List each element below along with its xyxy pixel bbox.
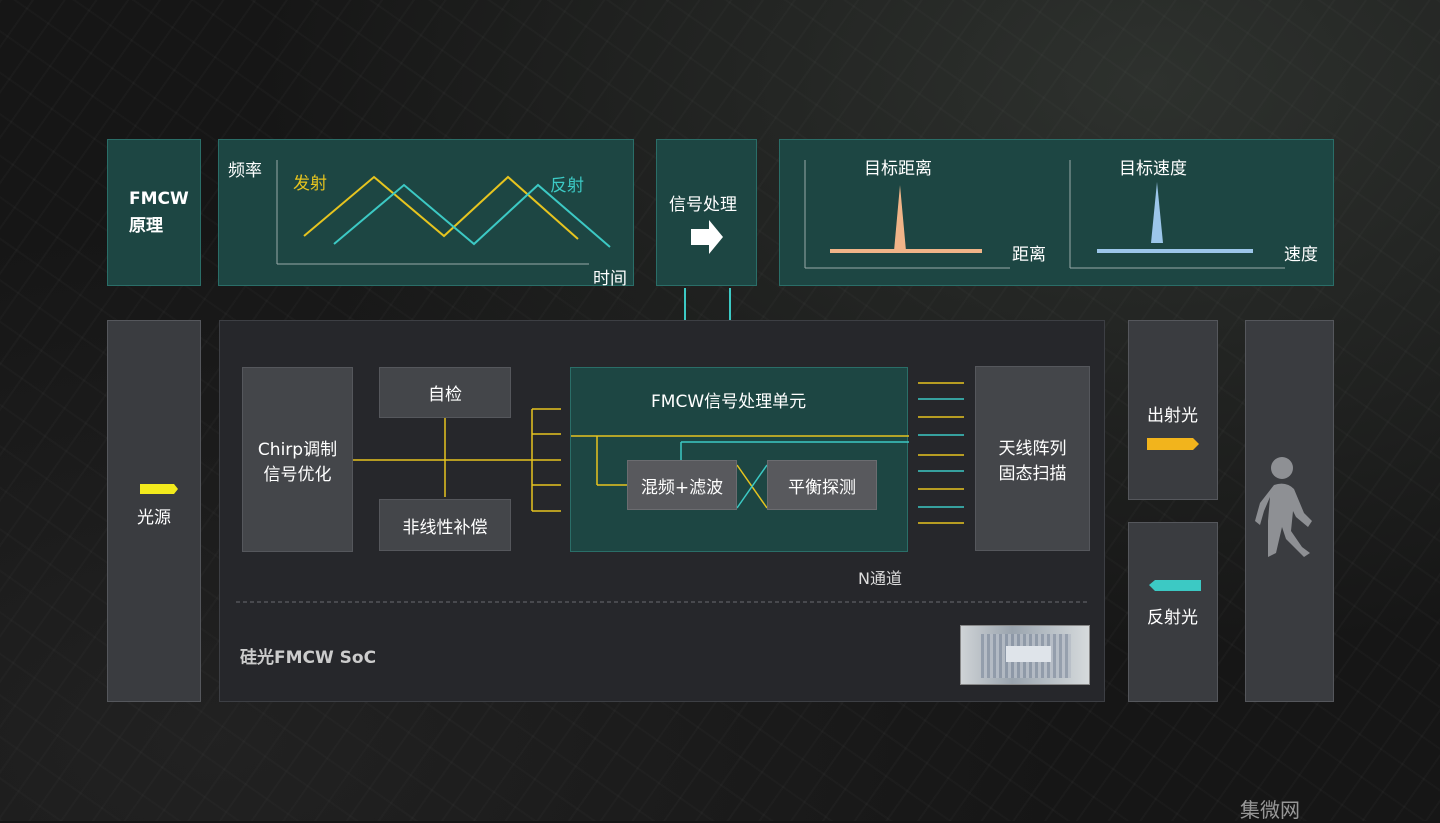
soc-panel: Chirp调制 信号优化 自检 非线性补偿 FMCW信号处理单元 混频+滤波 平…	[219, 320, 1105, 702]
rx-wave-line	[333, 183, 611, 248]
chip-photo	[960, 625, 1090, 685]
principle-line1: FMCW	[129, 189, 189, 209]
channels-label: N通道	[858, 569, 902, 588]
rx-label: 反射	[550, 176, 584, 196]
mixing-block: 混频+滤波	[627, 460, 737, 510]
nonlinear-label: 非线性补偿	[402, 517, 488, 538]
signal-processing-label: 信号处理	[669, 195, 737, 215]
self-check-block: 自检	[379, 367, 511, 418]
antenna-line2: 固态扫描	[998, 463, 1067, 484]
antenna-line1: 天线阵列	[998, 438, 1067, 459]
nonlinear-block: 非线性补偿	[379, 499, 511, 551]
walking-person-icon	[1255, 457, 1312, 557]
reflected-label: 反射光	[1147, 608, 1198, 628]
tx-wave-line	[303, 175, 579, 240]
distance-title: 目标距离	[864, 159, 932, 179]
light-source-panel: 光源	[107, 320, 201, 702]
soc-title: 硅光FMCW SoC	[240, 648, 377, 668]
processing-unit-wiring	[571, 435, 909, 509]
soc-wiring	[236, 382, 1090, 603]
wave-xlabel: 时间	[593, 269, 627, 289]
antenna-block: 天线阵列 固态扫描	[975, 366, 1090, 551]
signal-processing-panel: 信号处理	[656, 139, 757, 286]
fmcw-principle-panel: FMCW 原理	[107, 139, 201, 286]
processing-unit-label: FMCW信号处理单元	[651, 392, 807, 412]
processing-unit-block: FMCW信号处理单元 混频+滤波 平衡探测	[570, 367, 909, 552]
chirp-block: Chirp调制 信号优化	[242, 367, 353, 552]
velocity-title: 目标速度	[1119, 159, 1187, 179]
spectrum-chart	[804, 160, 1285, 269]
balanced-block: 平衡探测	[767, 460, 877, 510]
waveform-chart	[276, 160, 611, 265]
light-source-label: 光源	[137, 508, 171, 528]
right-arrow-icon	[691, 220, 723, 254]
waveform-panel: 频率 时间 发射 反射	[218, 139, 634, 289]
self-check-label: 自检	[428, 385, 462, 405]
wave-ylabel: 频率	[228, 161, 262, 181]
chirp-line1: Chirp调制	[257, 439, 338, 460]
light-source-arrow-icon	[140, 484, 178, 494]
velocity-peak	[1151, 182, 1163, 243]
balanced-label: 平衡探测	[788, 477, 856, 498]
reflected-arrow-icon	[1149, 580, 1201, 591]
target-panel	[1245, 320, 1334, 702]
tx-label: 发射	[293, 174, 327, 194]
mixing-label: 混频+滤波	[640, 477, 724, 498]
velocity-xlabel: 速度	[1284, 245, 1318, 265]
chirp-line2: 信号优化	[263, 464, 332, 485]
distance-xlabel: 距离	[1012, 245, 1046, 265]
velocity-baseline	[1097, 249, 1253, 253]
outgoing-label: 出射光	[1147, 406, 1198, 426]
principle-line2: 原理	[129, 216, 163, 236]
reflected-light-panel: 反射光	[1128, 522, 1218, 702]
spectrum-panel: 目标距离 距离 目标速度 速度	[779, 139, 1334, 286]
distance-peak	[894, 185, 906, 251]
outgoing-light-panel: 出射光	[1128, 320, 1218, 500]
watermark: 集微网	[1240, 798, 1300, 822]
outgoing-arrow-icon	[1147, 438, 1199, 450]
